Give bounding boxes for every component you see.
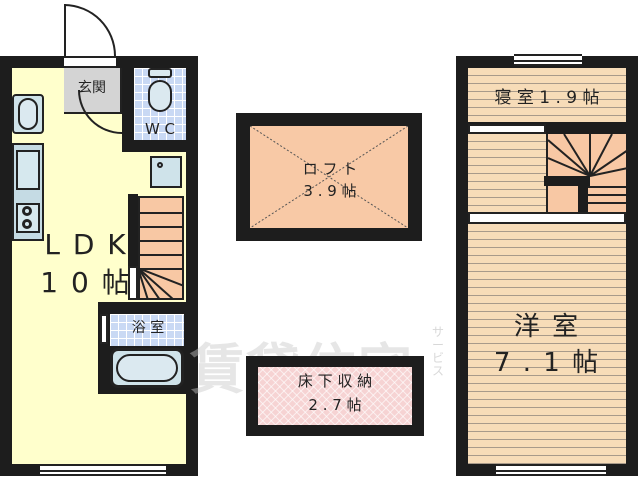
burner-2-icon	[22, 219, 32, 229]
stair-landing-wall	[544, 176, 590, 186]
stair-center-wall	[578, 176, 588, 212]
toilet-bowl-icon	[148, 80, 172, 112]
bathtub-inner	[116, 354, 178, 382]
storage-size: 2 . 7 帖	[308, 396, 362, 414]
burner-1-icon	[22, 206, 32, 216]
loft-cross-icon	[250, 126, 408, 228]
loft-size: 3 . 9 帖	[303, 182, 357, 200]
bathroom-floor	[110, 314, 184, 346]
bathroom-label: 浴 室	[131, 320, 165, 336]
bathroom-door[interactable]	[100, 314, 108, 344]
wc-label: W C	[144, 120, 176, 138]
ldk-label: L D K	[44, 228, 128, 261]
western-room-label: 洋 室	[513, 312, 581, 342]
right-unit-bottom-window	[496, 464, 606, 476]
corridor-floor	[468, 134, 546, 214]
stair-door[interactable]	[128, 266, 138, 300]
toilet-tank-icon	[148, 68, 172, 78]
winder-stairs-icon	[138, 268, 184, 300]
washing-machine-drain-icon	[157, 162, 163, 168]
kitchen-sink-icon	[16, 150, 40, 190]
entrance-door-frame	[64, 4, 66, 58]
ldk-size: 1 0 帖	[40, 266, 132, 299]
bedroom-door[interactable]	[468, 124, 546, 134]
loft-floor	[250, 126, 408, 228]
western-room-floor	[468, 224, 626, 464]
western-room-size: 7 . 1 帖	[493, 348, 601, 378]
staircase-left[interactable]	[138, 196, 184, 300]
washing-machine-icon	[150, 156, 182, 188]
washbasin-bowl	[18, 98, 38, 130]
bedroom-label: 寝 室 1 . 9 帖	[494, 88, 600, 108]
staircase-right[interactable]	[544, 134, 628, 212]
stair-wall	[128, 194, 138, 266]
western-room-door[interactable]	[468, 212, 626, 224]
storage-label: 床 下 収 納	[297, 372, 373, 390]
entrance-door[interactable]	[64, 4, 116, 56]
watermark-sub: サービス	[432, 325, 445, 378]
winder-stairs-right-icon	[548, 134, 628, 177]
storage-floor	[258, 367, 412, 425]
left-unit-window	[40, 464, 166, 476]
loft-label: ロ フ ト	[302, 160, 358, 178]
right-unit-top-window	[514, 54, 582, 66]
entrance-opening	[64, 56, 116, 68]
bedroom-floor	[468, 68, 626, 122]
bedroom-divider	[546, 122, 626, 134]
